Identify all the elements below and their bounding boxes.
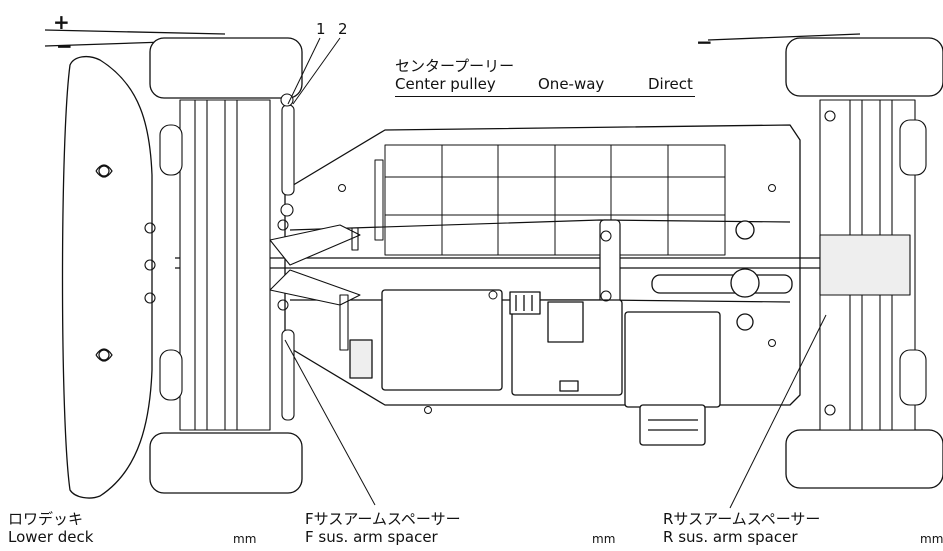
f-spacer-jp: Fサスアームスペーサー xyxy=(305,510,461,528)
pulley-option-one-way: One-way xyxy=(538,75,605,93)
r-spacer-unit: mm xyxy=(920,532,943,546)
center-pulley xyxy=(651,220,793,331)
pulley-option-direct: Direct xyxy=(648,75,693,93)
lower-deck-jp: ロワデッキ xyxy=(8,510,84,528)
lower-deck-unit: mm xyxy=(233,532,257,546)
callout-1: 1 xyxy=(316,20,326,38)
center-pulley-en: Center pulley xyxy=(395,75,496,93)
front-suspension xyxy=(144,93,361,431)
center-pulley-jp: センタープーリー xyxy=(395,57,515,75)
electronics xyxy=(349,289,623,396)
mounting-holes xyxy=(277,184,776,414)
front-tires xyxy=(149,37,303,494)
center-pulley-underline xyxy=(395,96,695,97)
f-spacer-unit: mm xyxy=(592,532,616,546)
r-spacer-en: R sus. arm spacer xyxy=(663,528,798,546)
lower-deck xyxy=(61,55,153,499)
motor xyxy=(624,311,721,446)
rear-suspension xyxy=(819,99,927,431)
rear-tires xyxy=(785,37,943,489)
battery-pack xyxy=(374,144,726,256)
callout-2: 2 xyxy=(338,20,348,38)
leader-lines xyxy=(284,37,827,509)
camber-plus-sign: + xyxy=(53,10,70,34)
camber-minus-rear-sign: − xyxy=(696,30,713,54)
r-spacer-jp: Rサスアームスペーサー xyxy=(663,510,821,528)
body-clips xyxy=(95,164,113,362)
lower-deck-en: Lower deck xyxy=(8,528,94,546)
f-spacer-en: F sus. arm spacer xyxy=(305,528,438,546)
camber-minus-front-sign: − xyxy=(56,34,73,58)
